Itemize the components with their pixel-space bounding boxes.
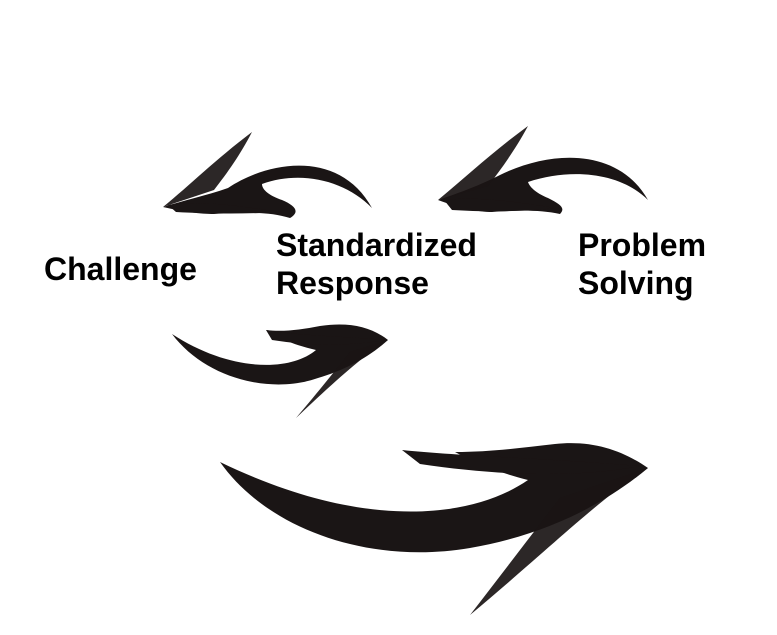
node-standardized-response: Standardized Response — [276, 226, 477, 303]
node-challenge: Challenge — [44, 250, 197, 288]
node-standardized-response-line-1: Standardized — [276, 227, 477, 263]
node-challenge-line-1: Challenge — [44, 251, 197, 287]
node-problem-solving: Problem Solving — [578, 226, 706, 303]
arrow-standardized-to-challenge — [163, 132, 372, 218]
node-problem-solving-line-1: Problem — [578, 227, 707, 263]
arrow-problem-to-standardized — [438, 126, 648, 214]
node-standardized-response-line-2: Response — [276, 265, 429, 302]
arrow-challenge-to-standardized — [172, 324, 388, 418]
node-problem-solving-line-2: Solving — [578, 265, 694, 302]
arrow-challenge-to-problem — [220, 443, 648, 615]
